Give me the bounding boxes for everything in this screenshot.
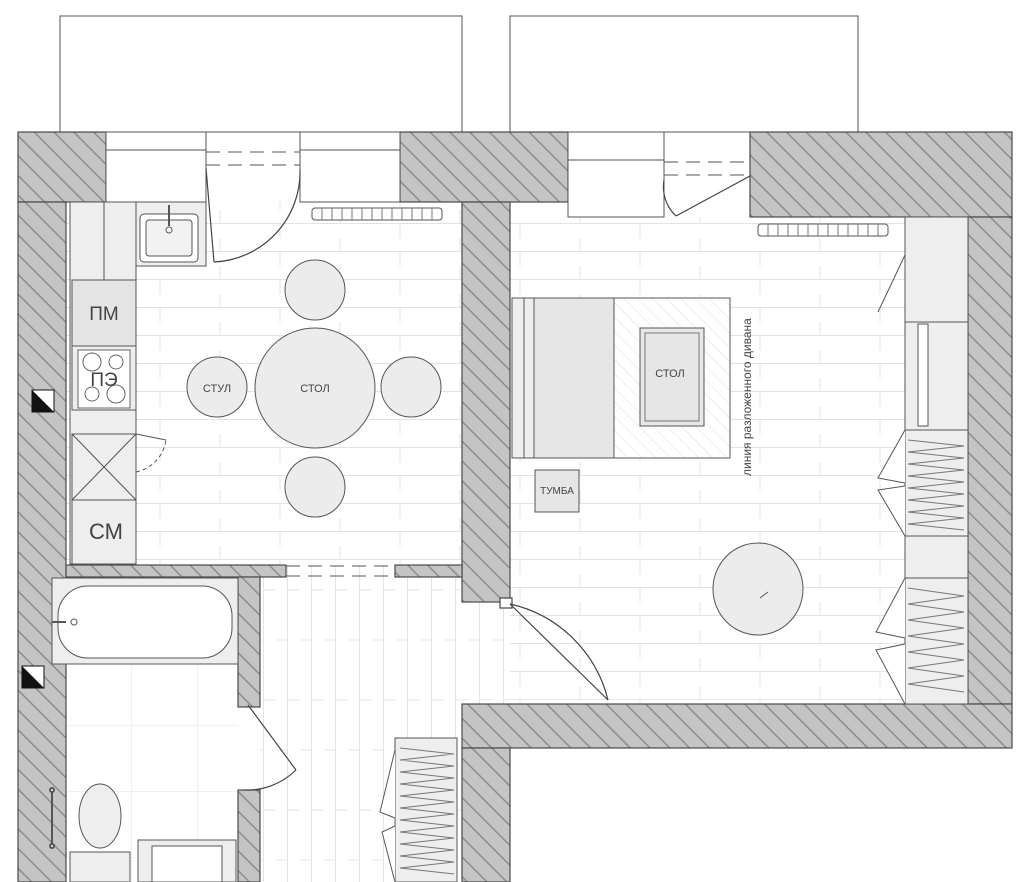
towel-rail: [49, 787, 55, 849]
window-kitchen: [105, 131, 401, 203]
chair-top: [284, 259, 346, 321]
nightstand: ТУМБА: [534, 469, 580, 513]
svg-text:линия разложенного дивана: линия разложенного дивана: [740, 318, 754, 476]
washer-label: СМ: [89, 519, 123, 544]
bathtub: [51, 577, 239, 665]
sofa: [511, 297, 615, 459]
chair-left: [186, 356, 248, 418]
stove: ПЭ: [71, 345, 137, 411]
tv-shelf: [877, 216, 969, 431]
washing-machine: СМ: [71, 499, 137, 565]
section-marker-top: [31, 389, 55, 413]
living-room-door: [499, 597, 609, 701]
fridge-label: ПМ: [89, 304, 118, 325]
radiator-living: [757, 223, 889, 237]
nightstand-label: ТУМБА: [540, 486, 574, 497]
dining-table-label: СТОЛ: [300, 383, 329, 395]
toilet: [69, 783, 131, 882]
balcony-door-living: [662, 175, 751, 217]
stove-label: ПЭ: [90, 370, 117, 391]
balcony-right: [509, 15, 859, 133]
chair-bottom: [284, 456, 346, 518]
bathroom-sink: [137, 839, 237, 882]
kitchen-opening: [286, 565, 395, 577]
dining-set: СТУЛ СТОЛ: [186, 259, 442, 518]
wardrobe-lower: [875, 577, 969, 705]
chair-right: [380, 356, 442, 418]
cabinet-corner: [71, 433, 167, 501]
right-shelf: [904, 535, 969, 579]
balcony-left: [59, 15, 463, 133]
dining-table: [254, 327, 376, 449]
coffee-table-label: СТОЛ: [655, 368, 684, 380]
round-pouf: [712, 542, 804, 636]
window-living: [567, 131, 750, 218]
coffee-table: СТОЛ: [639, 327, 705, 427]
sink: [139, 205, 199, 263]
corridor-wardrobe: [379, 737, 458, 882]
bathroom-door: [243, 704, 297, 791]
wardrobe-upper: [877, 429, 969, 537]
radiator-kitchen: [311, 207, 443, 221]
chair-label: СТУЛ: [203, 383, 231, 395]
sofa-line-label: линия разложенного дивана: [740, 318, 754, 476]
fridge: ПМ: [71, 279, 137, 347]
balcony-door-kitchen: [205, 167, 301, 263]
section-marker-bottom: [21, 665, 45, 689]
